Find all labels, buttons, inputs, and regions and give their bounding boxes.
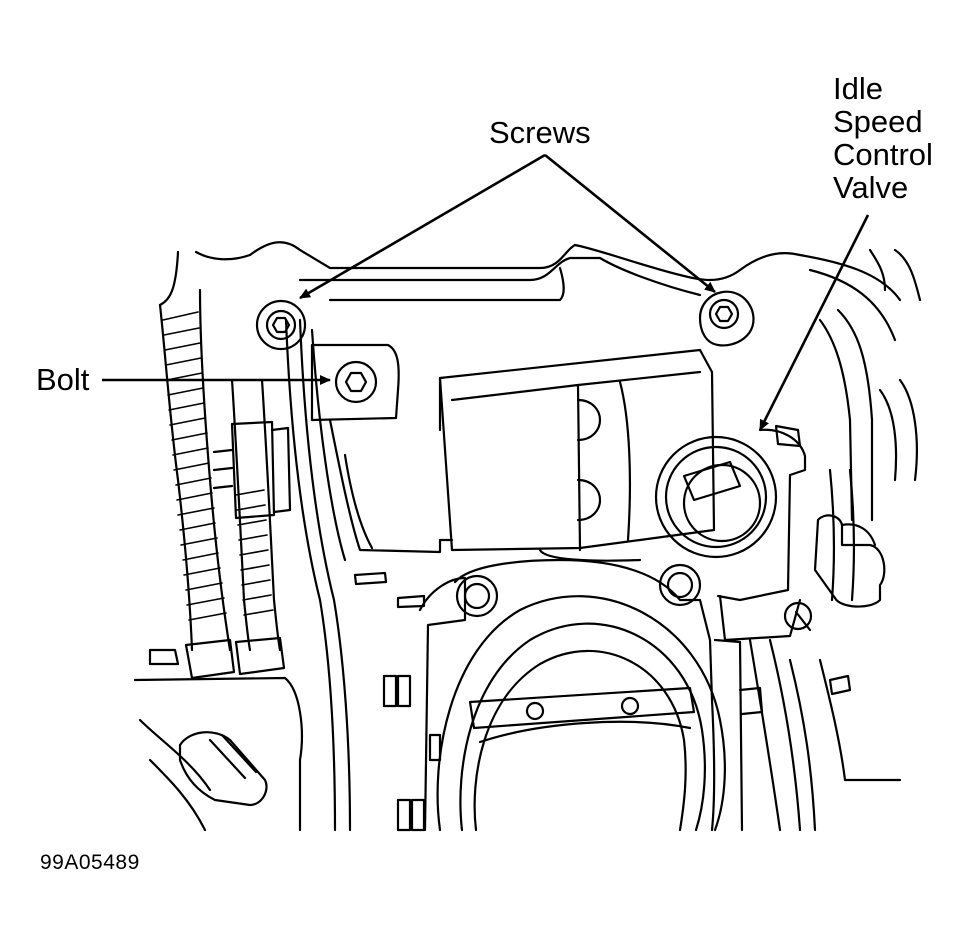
throttle-plate-edge [478,720,692,744]
throttle-body-boss-right [658,563,702,607]
engine-outline-right [798,253,902,342]
lower-left-block [133,676,303,832]
sensor-lobe-upper [576,398,602,442]
lower-left-connector [178,731,268,807]
throttle-body-ribs [748,638,817,832]
iac-valve-bore [682,463,762,543]
small-slot [428,733,442,762]
sensor-lobe-lower [576,478,602,522]
iac-valve-ring [664,445,768,549]
lower-right-outline [818,658,902,782]
right-hose [828,468,856,602]
sensor-housing-edges [438,376,582,552]
sensor-connector-body [270,426,292,514]
small-tab [353,571,388,586]
small-clip [396,594,426,609]
right-tube [818,308,874,522]
right-screw-torx [714,305,734,323]
iac-tab [774,424,802,448]
right-screw-head [708,298,740,330]
wire-harness-second [230,378,282,652]
lower-right-clip [828,674,852,696]
iac-valve-outer [654,435,778,559]
intake-upper-edge-inner [298,256,602,282]
iac-valve-body [716,428,807,602]
throttle-neck [538,548,642,562]
bolt-label: Bolt [36,362,90,397]
sensor-housing-seam [618,380,632,542]
sensor-housing-top-edge [576,370,702,387]
throttle-body-side-nub [738,686,764,716]
right-screw-boss [698,290,755,347]
right-bracket [813,514,886,608]
engine-outline-right-top [868,248,922,302]
throttle-plate-screw-2 [620,696,640,716]
throttle-shaft [468,686,696,730]
bolt-bracket [310,343,400,422]
throttle-body-top [453,558,716,832]
iac-base [718,594,802,642]
throttle-bore-wall [473,649,687,832]
screws-arrow-left [299,153,546,300]
sensor-connector [230,420,276,520]
throttle-bore-outer [436,595,726,832]
bolt-washer [334,360,378,404]
left-screw-torx [271,316,291,334]
throttle-body-boss-left [455,574,499,618]
intake-lower-edge [328,266,565,302]
left-screw-head [265,309,297,341]
iac-label-line-3: Control [833,137,933,172]
bolt-head [344,371,368,393]
engine-outline-left [158,250,252,307]
iac-stud-boss [783,601,813,631]
vent-slots-upper [382,674,412,708]
wire-harness-outer [158,303,194,652]
connector-pins [212,448,234,490]
lower-left-hose [138,718,212,832]
intake-upper-edge [248,241,577,270]
throttle-body-hole-right [666,571,694,599]
right-bracket-detail [840,523,877,547]
vacuum-line-b [298,318,352,832]
throttle-body-hole-left [463,582,491,610]
lower-left-tab [148,648,180,666]
harness-corrugation [162,311,274,621]
iac-label-line-2: Speed [833,104,923,139]
intake-curve-right [573,243,802,282]
throttle-body-left [418,576,467,832]
figure-code: 99A05489 [40,851,140,874]
screws-arrow-right [544,153,716,294]
throttle-body-right-side [713,638,744,832]
throttle-sensor-housing [438,348,716,552]
wire-harness-inner [198,288,232,652]
mounting-plate [328,418,454,554]
throttle-bore-inner [459,622,706,832]
intake-curve-right-inner [598,256,702,297]
throttle-plate-screw-1 [525,701,545,721]
vacuum-line-a [284,318,337,832]
iac-label-line-1: Idle [833,71,883,106]
iac-valve-pintle [682,460,742,502]
mounting-plate-edge [343,453,374,550]
vacuum-line-c [310,328,347,562]
left-screw-boss [255,299,307,351]
screws-label: Screws [489,115,591,150]
iac-valve-arrow [758,214,870,431]
iac-stud [794,610,812,632]
iac-label-line-4: Valve [833,170,909,205]
right-tube-far [878,378,918,482]
harness-boot-right [234,636,286,676]
lower-left-connector-detail [208,733,258,780]
harness-boot-left [184,638,236,680]
callout-arrows [102,153,870,431]
vent-slots-lower [396,798,426,832]
